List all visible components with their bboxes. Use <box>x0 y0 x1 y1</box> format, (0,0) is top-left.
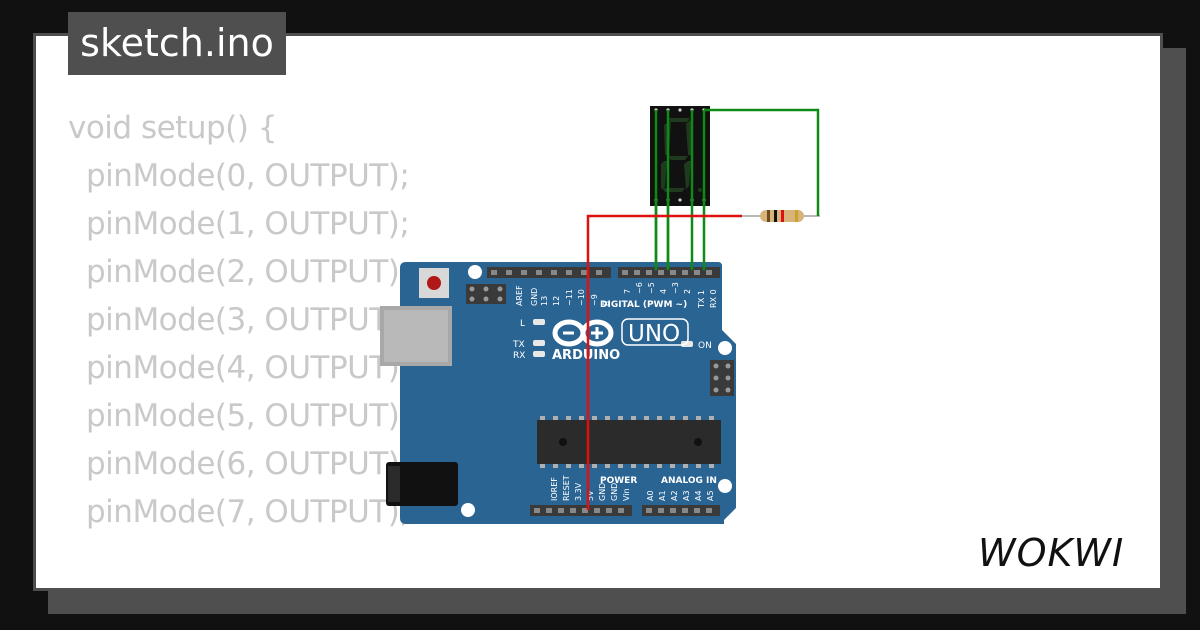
led-l <box>533 319 545 325</box>
usb-port-inner <box>384 310 448 362</box>
pin-label: Vin <box>622 488 631 501</box>
pin-label: TX 1 <box>697 290 706 309</box>
pin-label: RX 0 <box>709 289 718 308</box>
led-l-label: L <box>520 319 525 329</box>
pin-label: 7 <box>623 289 632 294</box>
pin-label: A4 <box>694 490 703 501</box>
mount-hole <box>718 479 732 493</box>
led-on-label: ON <box>698 341 712 351</box>
code-line: pinMode(5, OUTPUT); <box>86 398 410 434</box>
pin-label: ~5 <box>647 282 656 294</box>
mount-hole <box>468 265 482 279</box>
wokwi-logo: WOKWI <box>978 531 1124 574</box>
header-digital <box>618 267 720 278</box>
code-line: void setup() { <box>68 110 277 146</box>
model-label: UNO <box>628 321 680 347</box>
wire-red <box>586 214 742 510</box>
pin-label: 8 <box>602 301 611 306</box>
pin-label: A1 <box>658 490 667 501</box>
pin-label: ~6 <box>635 282 644 294</box>
pin-label: GND <box>530 288 539 306</box>
code-line: pinMode(7, OUTPUT); <box>86 494 410 530</box>
pin-label: ~3 <box>671 282 680 294</box>
microcontroller-chip <box>537 416 721 468</box>
pin-label: 12 <box>552 296 561 306</box>
pin-label: IOREF <box>550 477 559 501</box>
analog-label: ANALOG IN <box>661 476 717 486</box>
pin-label: A0 <box>646 490 655 501</box>
pin-label: GND <box>610 483 619 501</box>
pin-label: 4 <box>659 289 668 294</box>
pin-label: 13 <box>540 296 549 306</box>
arduino-logo-icon <box>552 319 614 347</box>
code-line: pinMode(6, OUTPUT); <box>86 446 410 482</box>
pin-label: AREF <box>515 285 524 306</box>
led-on <box>681 341 693 347</box>
icsp-header <box>466 284 506 304</box>
header-top-left <box>487 267 611 278</box>
code-line: pinMode(1, OUTPUT); <box>86 206 410 242</box>
pin-label: A3 <box>682 490 691 501</box>
header-power <box>530 505 632 516</box>
icsp-header-right <box>710 360 734 396</box>
pin-label: 5V <box>586 490 595 501</box>
led-rx <box>533 351 545 357</box>
wokwi-logo-text: WOKWI <box>978 531 1124 574</box>
pin-label: A5 <box>706 490 715 501</box>
code-line: pinMode(0, OUTPUT); <box>86 158 410 194</box>
model-badge <box>621 318 689 346</box>
pin-label: A2 <box>670 490 679 501</box>
mount-hole <box>461 503 475 517</box>
pin-label: ~11 <box>565 289 574 306</box>
pin-label: RESET <box>562 475 571 501</box>
pin-label: ~10 <box>577 289 586 306</box>
header-analog <box>642 505 720 516</box>
power-jack <box>386 462 458 506</box>
power-jack-edge <box>388 466 400 502</box>
resistor[interactable] <box>742 210 820 222</box>
led-tx-label: TX <box>512 340 525 350</box>
brand-label: ARDUINO <box>552 348 620 363</box>
file-tab[interactable]: sketch.ino <box>68 12 286 75</box>
pin-label: 2 <box>683 289 692 294</box>
digital-label: DIGITAL (PWM ~) <box>600 300 687 310</box>
power-label: POWER <box>600 476 637 486</box>
pin-label: GND <box>598 483 607 501</box>
mount-hole <box>718 341 732 355</box>
pin-label: 3.3V <box>574 482 583 501</box>
code-line: pinMode(2, OUTPUT); <box>86 254 410 290</box>
arduino-uno-board[interactable]: AREF GND 13 12 ~11 ~10 ~9 8 7 ~6 ~5 4 ~3… <box>380 262 736 524</box>
pin-label: ~9 <box>590 294 599 306</box>
led-tx <box>533 340 545 346</box>
code-line: pinMode(4, OUTPUT); <box>86 350 410 386</box>
wire-green <box>704 108 820 216</box>
reset-button-cap[interactable] <box>427 276 441 290</box>
led-rx-label: RX <box>513 351 525 361</box>
seven-segment-display[interactable] <box>650 106 710 206</box>
wires <box>586 108 820 510</box>
